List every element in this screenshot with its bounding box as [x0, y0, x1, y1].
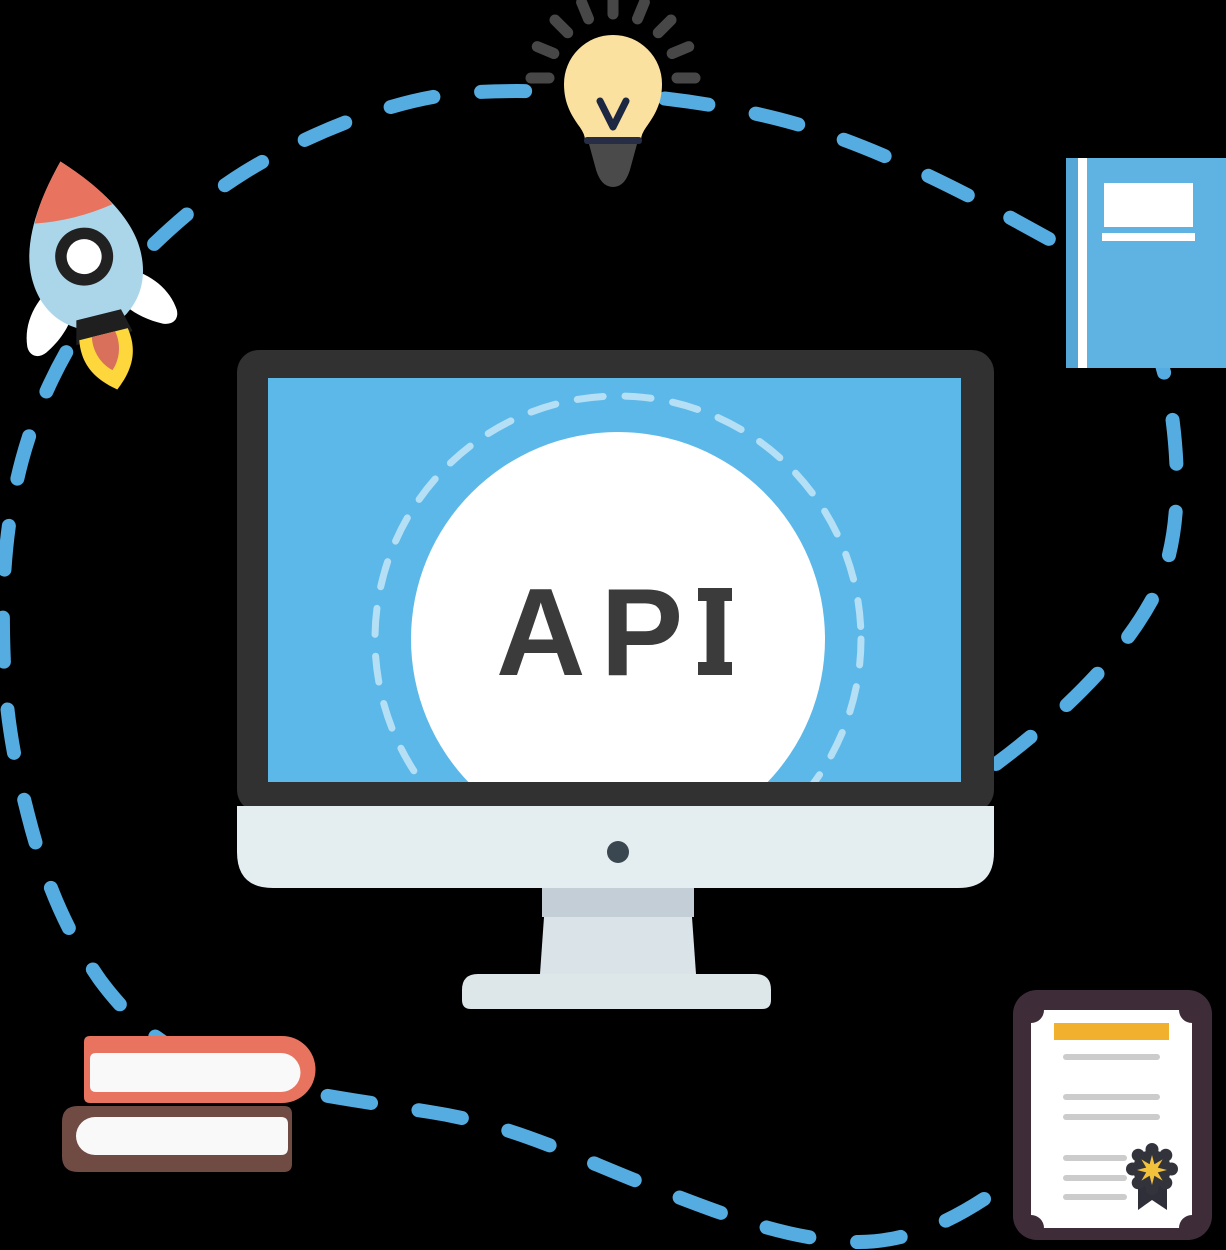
screen-label: API [496, 564, 748, 702]
stacked-books-icon [62, 1036, 316, 1172]
stand-neck [540, 917, 696, 974]
screen-white-circle [411, 432, 825, 782]
bulb-collar [584, 137, 642, 144]
certificate-title-bar [1054, 1023, 1169, 1040]
rocket-icon [26, 161, 178, 390]
rocket-window [66, 239, 102, 275]
lightbulb-icon [525, 0, 701, 187]
stand-base [462, 974, 771, 1009]
bulb-glass [563, 34, 662, 140]
rocket-nose [34, 161, 113, 224]
certificate-icon [1013, 990, 1212, 1240]
bulb-filament [596, 97, 630, 131]
book-icon [1066, 158, 1226, 368]
seal-star [1137, 1155, 1167, 1185]
top-book-pages [90, 1053, 301, 1092]
bulb-base [589, 144, 637, 187]
book-spine-stripe [1078, 158, 1087, 368]
rocket-flame-inner [91, 331, 119, 371]
api-i-serif-bottom [698, 662, 732, 675]
stand-neck-shadow [542, 888, 694, 917]
monitor-icon: API [237, 350, 994, 1009]
seal-ribbon [1138, 1180, 1167, 1210]
bulb-rays [525, 0, 701, 84]
certificate-text-lines [1063, 1054, 1160, 1200]
screen-dashed-ring [371, 392, 865, 782]
dashed-connector-path [0, 84, 1184, 1250]
bottom-book-pages [76, 1117, 288, 1155]
book-spine-shade [1066, 158, 1078, 368]
api-i-serif-top [698, 588, 732, 601]
certificate-seal [1126, 1143, 1178, 1210]
book-label [1104, 183, 1193, 227]
camera-dot [607, 841, 629, 863]
rocket-nozzle [76, 309, 133, 346]
book-label-line [1102, 233, 1195, 241]
